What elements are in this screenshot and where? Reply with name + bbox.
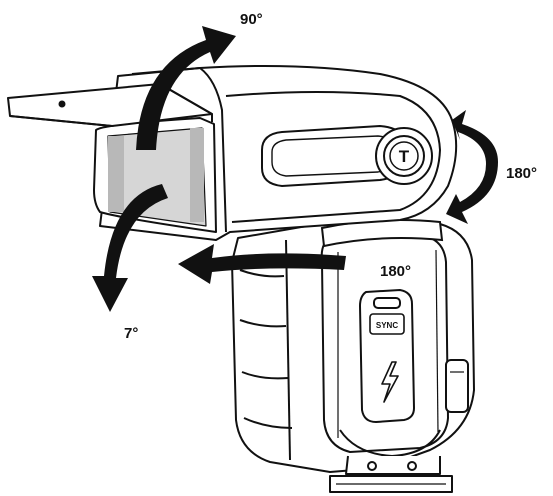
brand-logo-icon: T [375,127,433,185]
tilt-up-arrow [136,26,236,150]
swivel-left-angle-label: 180° [380,263,411,280]
tilt-down-arrow [92,184,168,312]
hot-shoe-foot [329,455,453,493]
lightning-bolt-icon [381,361,399,403]
sync-badge: SYNC [369,313,405,335]
sync-label: SYNC [376,321,398,330]
tilt-down-angle-label: 7° [124,325,138,342]
swivel-right-arrow [446,110,498,224]
tilt-up-angle-label: 90° [240,11,263,28]
brand-logo-letter: T [399,147,410,166]
swivel-right-angle-label: 180° [506,165,537,182]
swivel-left-arrow [178,244,346,284]
